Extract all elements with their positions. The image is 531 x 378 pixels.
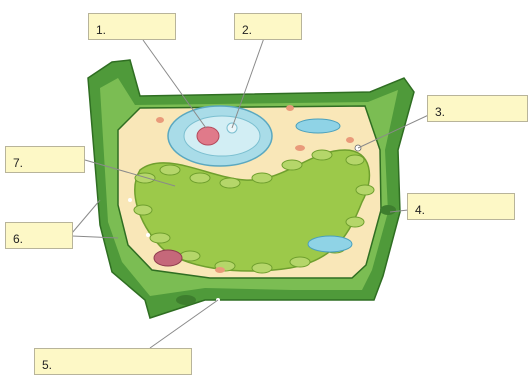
label-box-2[interactable]: 2. [234,13,302,40]
label-box-7[interactable]: 7. [5,146,85,173]
label-number-2: 2. [242,23,252,37]
nuclear-interior [184,116,260,156]
label-number-1: 1. [96,23,106,37]
label-number-6: 6. [13,232,23,246]
label-box-5[interactable]: 5. [34,348,192,375]
label-number-3: 3. [435,105,445,119]
label-box-6[interactable]: 6. [5,222,73,249]
nucleolus [197,127,219,145]
label-number-4: 4. [415,203,425,217]
label-number-7: 7. [13,156,23,170]
label-box-4[interactable]: 4. [407,193,515,220]
label-number-5: 5. [42,358,52,372]
label-box-1[interactable]: 1. [88,13,176,40]
label-box-3[interactable]: 3. [427,95,528,122]
